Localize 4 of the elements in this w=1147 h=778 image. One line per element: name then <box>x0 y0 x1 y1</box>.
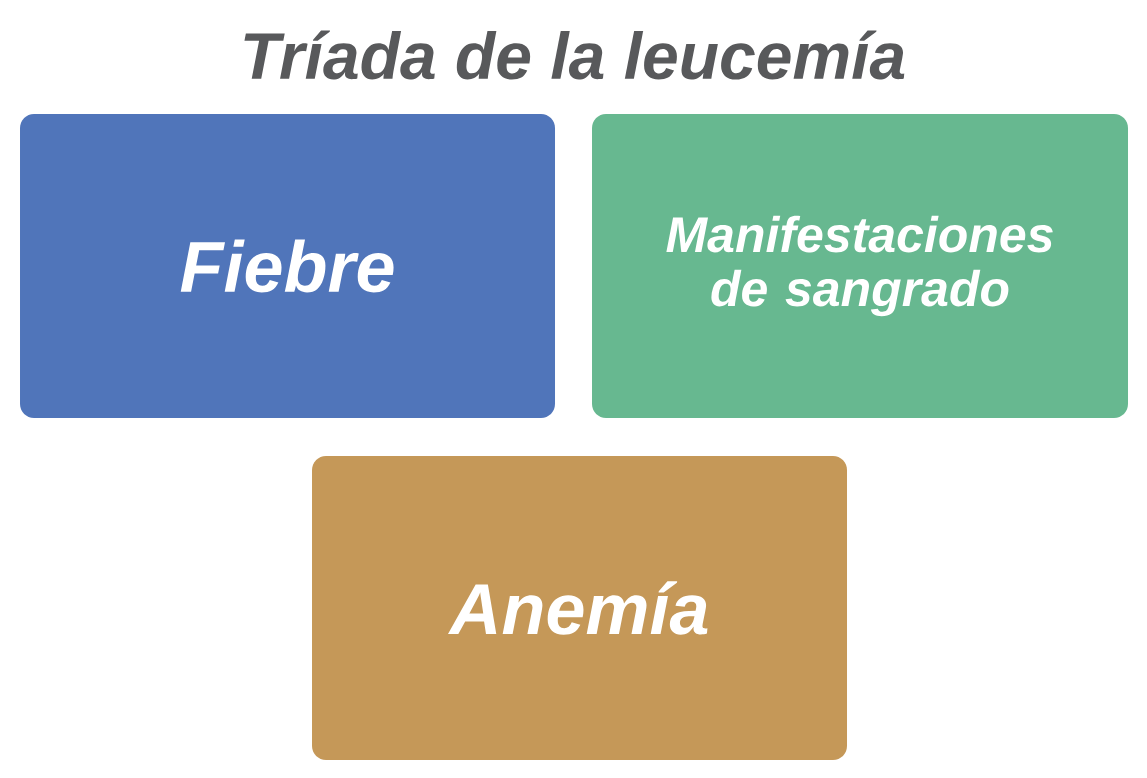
symptom-box: Fiebre <box>20 114 555 418</box>
symptom-box: Anemía <box>312 456 847 760</box>
symptom-box: Manifestaciones de sangrado <box>592 114 1128 418</box>
title: Tríada de la leucemía <box>244 30 905 80</box>
